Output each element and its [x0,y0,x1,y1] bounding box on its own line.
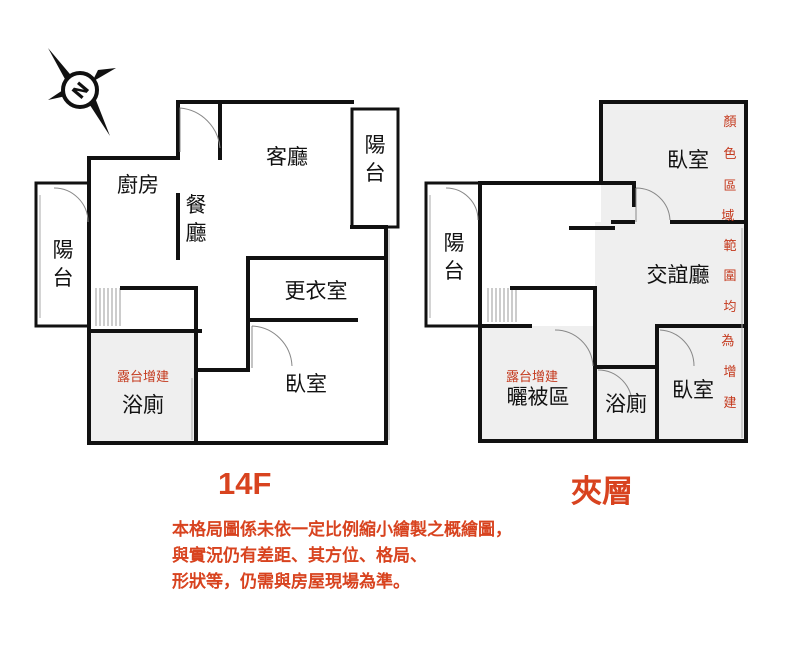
drying-note: 露台增建 [506,370,558,385]
room-balcony-west-14f: 陽台 [53,238,74,290]
room-closet: 更衣室 [285,279,348,303]
room-bathroom-14f: 浴廁 [122,393,164,417]
north-compass-icon: N [48,48,116,136]
floor-title-mezzanine: 夾層 [571,474,633,510]
room-dining: 餐廳 [186,193,207,245]
plan-14f: 陽台 廚房 餐廳 客廳 陽台 更衣室 露台增建 浴廁 臥室 [34,100,400,445]
room-bedroom-small-mezz: 臥室 [672,378,714,402]
plan-mezzanine: 陽台 臥室 交誼廳 露台增建 曬被區 浴廁 臥室 顏色區域 範圍均為 增建 [424,100,748,443]
floor-title-14f: 14F [218,466,272,501]
room-bedroom-14f: 臥室 [285,372,327,396]
disclaimer-line: 本格局圖係未依一定比例縮小繪製之概繪圖， [172,520,512,540]
disclaimer-line: 形狀等，仍需與房屋現場為準。 [172,572,410,592]
room-lounge: 交誼廳 [647,263,710,287]
room-bedroom-top-mezz: 臥室 [667,148,709,172]
room-drying: 曬被區 [507,385,570,409]
room-bathroom-mezz: 浴廁 [605,392,647,416]
disclaimer: 本格局圖係未依一定比例縮小繪製之概繪圖， 與實況仍有差距、其方位、格局、 形狀等… [172,517,652,595]
addition-side-note: 顏色區域 範圍均為 增建 [721,114,738,411]
room-living: 客廳 [266,145,308,169]
room-balcony-east: 陽台 [365,133,386,185]
disclaimer-line: 與實況仍有差距、其方位、格局、 [172,546,427,566]
room-balcony-mezz: 陽台 [444,231,465,283]
room-kitchen: 廚房 [117,173,159,197]
bathroom-note-14f: 露台增建 [117,370,169,385]
